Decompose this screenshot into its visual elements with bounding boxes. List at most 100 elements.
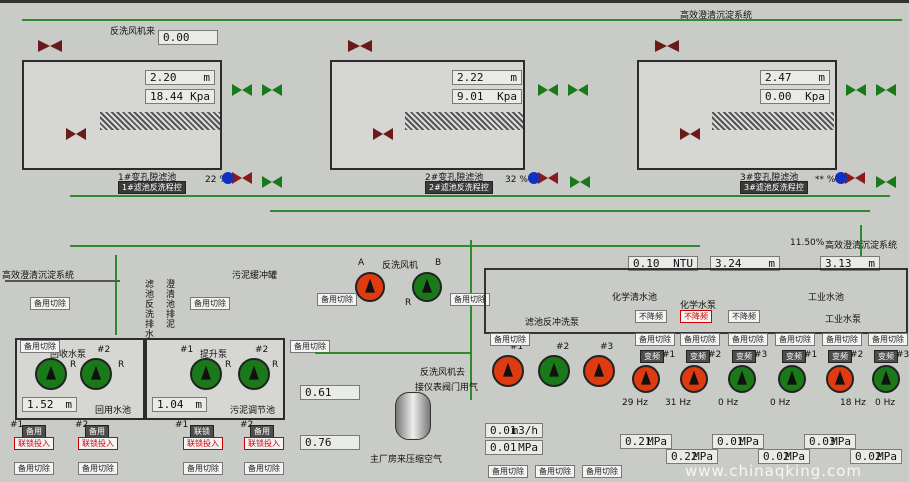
bw-id-3: #3 xyxy=(600,342,614,352)
blower-btn-a[interactable]: 备用切除 xyxy=(317,293,357,306)
vf-4[interactable]: 变频 xyxy=(782,350,806,363)
blower-a: A xyxy=(358,258,365,268)
left-status-4[interactable]: 备用切除 xyxy=(290,340,330,353)
r-status-4[interactable]: 备用切除 xyxy=(490,333,530,346)
backwash-pump-label: 滤池反冲洗泵 xyxy=(525,318,580,328)
pipe-mid-1 xyxy=(70,195,890,197)
chem-pool-label: 化学清水池 xyxy=(612,293,658,303)
chem-pump-1[interactable] xyxy=(632,365,660,393)
bw-id-1: #1 xyxy=(510,342,524,352)
sand-bed-2 xyxy=(405,112,523,130)
recycle-pump-2[interactable] xyxy=(80,358,112,390)
r-status-6[interactable]: 备用切除 xyxy=(680,333,720,346)
lift-pump-2[interactable] xyxy=(238,358,270,390)
chem-pump-3[interactable] xyxy=(728,365,756,393)
blower-b: B xyxy=(435,258,442,268)
instr-air-label: 接仪表阀门用气 xyxy=(415,383,479,393)
btm-btn-interlock-2[interactable]: 联锁投入 xyxy=(78,437,118,450)
filter1-backwash-button[interactable]: 1#滤池反洗程控 xyxy=(118,181,186,194)
vf-3[interactable]: 变频 xyxy=(732,350,756,363)
not-frozen-2[interactable]: 不降频 xyxy=(680,310,712,323)
r-status-2[interactable]: 备用切除 xyxy=(535,465,575,478)
btm-status-3[interactable]: 备用切除 xyxy=(183,462,223,475)
pipe-mid-2 xyxy=(270,210,870,212)
ind-pump-1[interactable] xyxy=(778,365,806,393)
blower-btn-b[interactable]: 备用切除 xyxy=(450,293,490,306)
hz-2: 31 Hz xyxy=(665,398,691,408)
pipe-down-2 xyxy=(470,240,472,400)
left-status-3[interactable]: 备用切除 xyxy=(20,340,60,353)
vf-5[interactable]: 变频 xyxy=(828,350,852,363)
r-status-1[interactable]: 备用切除 xyxy=(488,465,528,478)
filter3-valve-pct: ** % xyxy=(815,175,836,185)
r-status-10[interactable]: 备用切除 xyxy=(868,333,908,346)
ind-pump-label: 工业水泵 xyxy=(825,315,862,325)
btm-btn-interlock-5[interactable]: 联锁投入 xyxy=(244,437,284,450)
ip-id-1: #1 xyxy=(804,350,818,360)
left-clarify-label: 高效澄清沉淀系统 xyxy=(2,271,75,281)
backwash-pump-2[interactable] xyxy=(538,355,570,387)
vf-6[interactable]: 变频 xyxy=(874,350,898,363)
blower-b-pump[interactable] xyxy=(412,272,442,302)
r-status-3[interactable]: 备用切除 xyxy=(582,465,622,478)
filter3-name: 3#变孔隙滤池 xyxy=(740,173,799,183)
recycle-pump-1[interactable] xyxy=(35,358,67,390)
pipe-down-3 xyxy=(860,225,862,265)
ind-pump-2[interactable] xyxy=(826,365,854,393)
sludge-tank-label: 污泥缓冲罐 xyxy=(232,271,278,281)
plant-air-value: 0.76 xyxy=(300,435,360,450)
ind-pump-3[interactable] xyxy=(872,365,900,393)
r-status-7[interactable]: 备用切除 xyxy=(728,333,768,346)
vf-1[interactable]: 变频 xyxy=(640,350,664,363)
btm-btn-interlock-4[interactable]: 联锁投入 xyxy=(183,437,223,450)
blower-a-pump[interactable] xyxy=(355,272,385,302)
btm-btn-interlock-1[interactable]: 联锁投入 xyxy=(14,437,54,450)
lift-pump2-id: #2 xyxy=(255,345,269,355)
btm-status-1[interactable]: 备用切除 xyxy=(14,462,54,475)
backwash-air-value: 0.00 xyxy=(158,30,218,45)
r-status-5[interactable]: 备用切除 xyxy=(635,333,675,346)
top-pipe xyxy=(22,19,902,21)
left-status-1[interactable]: 备用切除 xyxy=(30,297,70,310)
btm-status-2[interactable]: 备用切除 xyxy=(78,462,118,475)
right-clarify-label: 高效澄清沉淀系统 xyxy=(825,241,898,251)
filter2-backwash-button[interactable]: 2#滤池反洗程控 xyxy=(425,181,493,194)
not-frozen-1[interactable]: 不降频 xyxy=(635,310,667,323)
backwash-pump-1[interactable] xyxy=(492,355,524,387)
vf-2[interactable]: 变频 xyxy=(686,350,710,363)
filter2-valve-pct: 32 % xyxy=(505,175,528,185)
chem-pump-label: 化学水泵 xyxy=(680,301,717,311)
instr-air-value: 0.61 xyxy=(300,385,360,400)
filter1-name: 1#变孔隙滤池 xyxy=(118,173,177,183)
r-status-9[interactable]: 备用切除 xyxy=(822,333,862,346)
r-status-8[interactable]: 备用切除 xyxy=(775,333,815,346)
filter3-backwash-button[interactable]: 3#滤池反洗程控 xyxy=(740,181,808,194)
sludge-pool-label: 污泥调节池 xyxy=(230,406,276,416)
plant-air-label: 主厂房来压缩空气 xyxy=(370,455,443,465)
top-clarify-label: 高效澄清沉淀系统 xyxy=(680,11,753,21)
btm-id-2: #2 xyxy=(75,420,89,430)
btm-status-4[interactable]: 备用切除 xyxy=(244,462,284,475)
lift-pump-1[interactable] xyxy=(190,358,222,390)
recycle-r-1: R xyxy=(70,360,77,370)
backwash-pump-3[interactable] xyxy=(583,355,615,387)
air-receiver-tank xyxy=(395,392,431,440)
not-frozen-3[interactable]: 不降频 xyxy=(728,310,760,323)
pipe-mid-3 xyxy=(70,245,700,247)
clarify-drain-label: 澄清池排泥 xyxy=(166,280,176,330)
left-status-2[interactable]: 备用切除 xyxy=(190,297,230,310)
cp-id-3: #3 xyxy=(754,350,768,360)
chem-pump-2[interactable] xyxy=(680,365,708,393)
recycle-pump2-id: #2 xyxy=(97,345,111,355)
